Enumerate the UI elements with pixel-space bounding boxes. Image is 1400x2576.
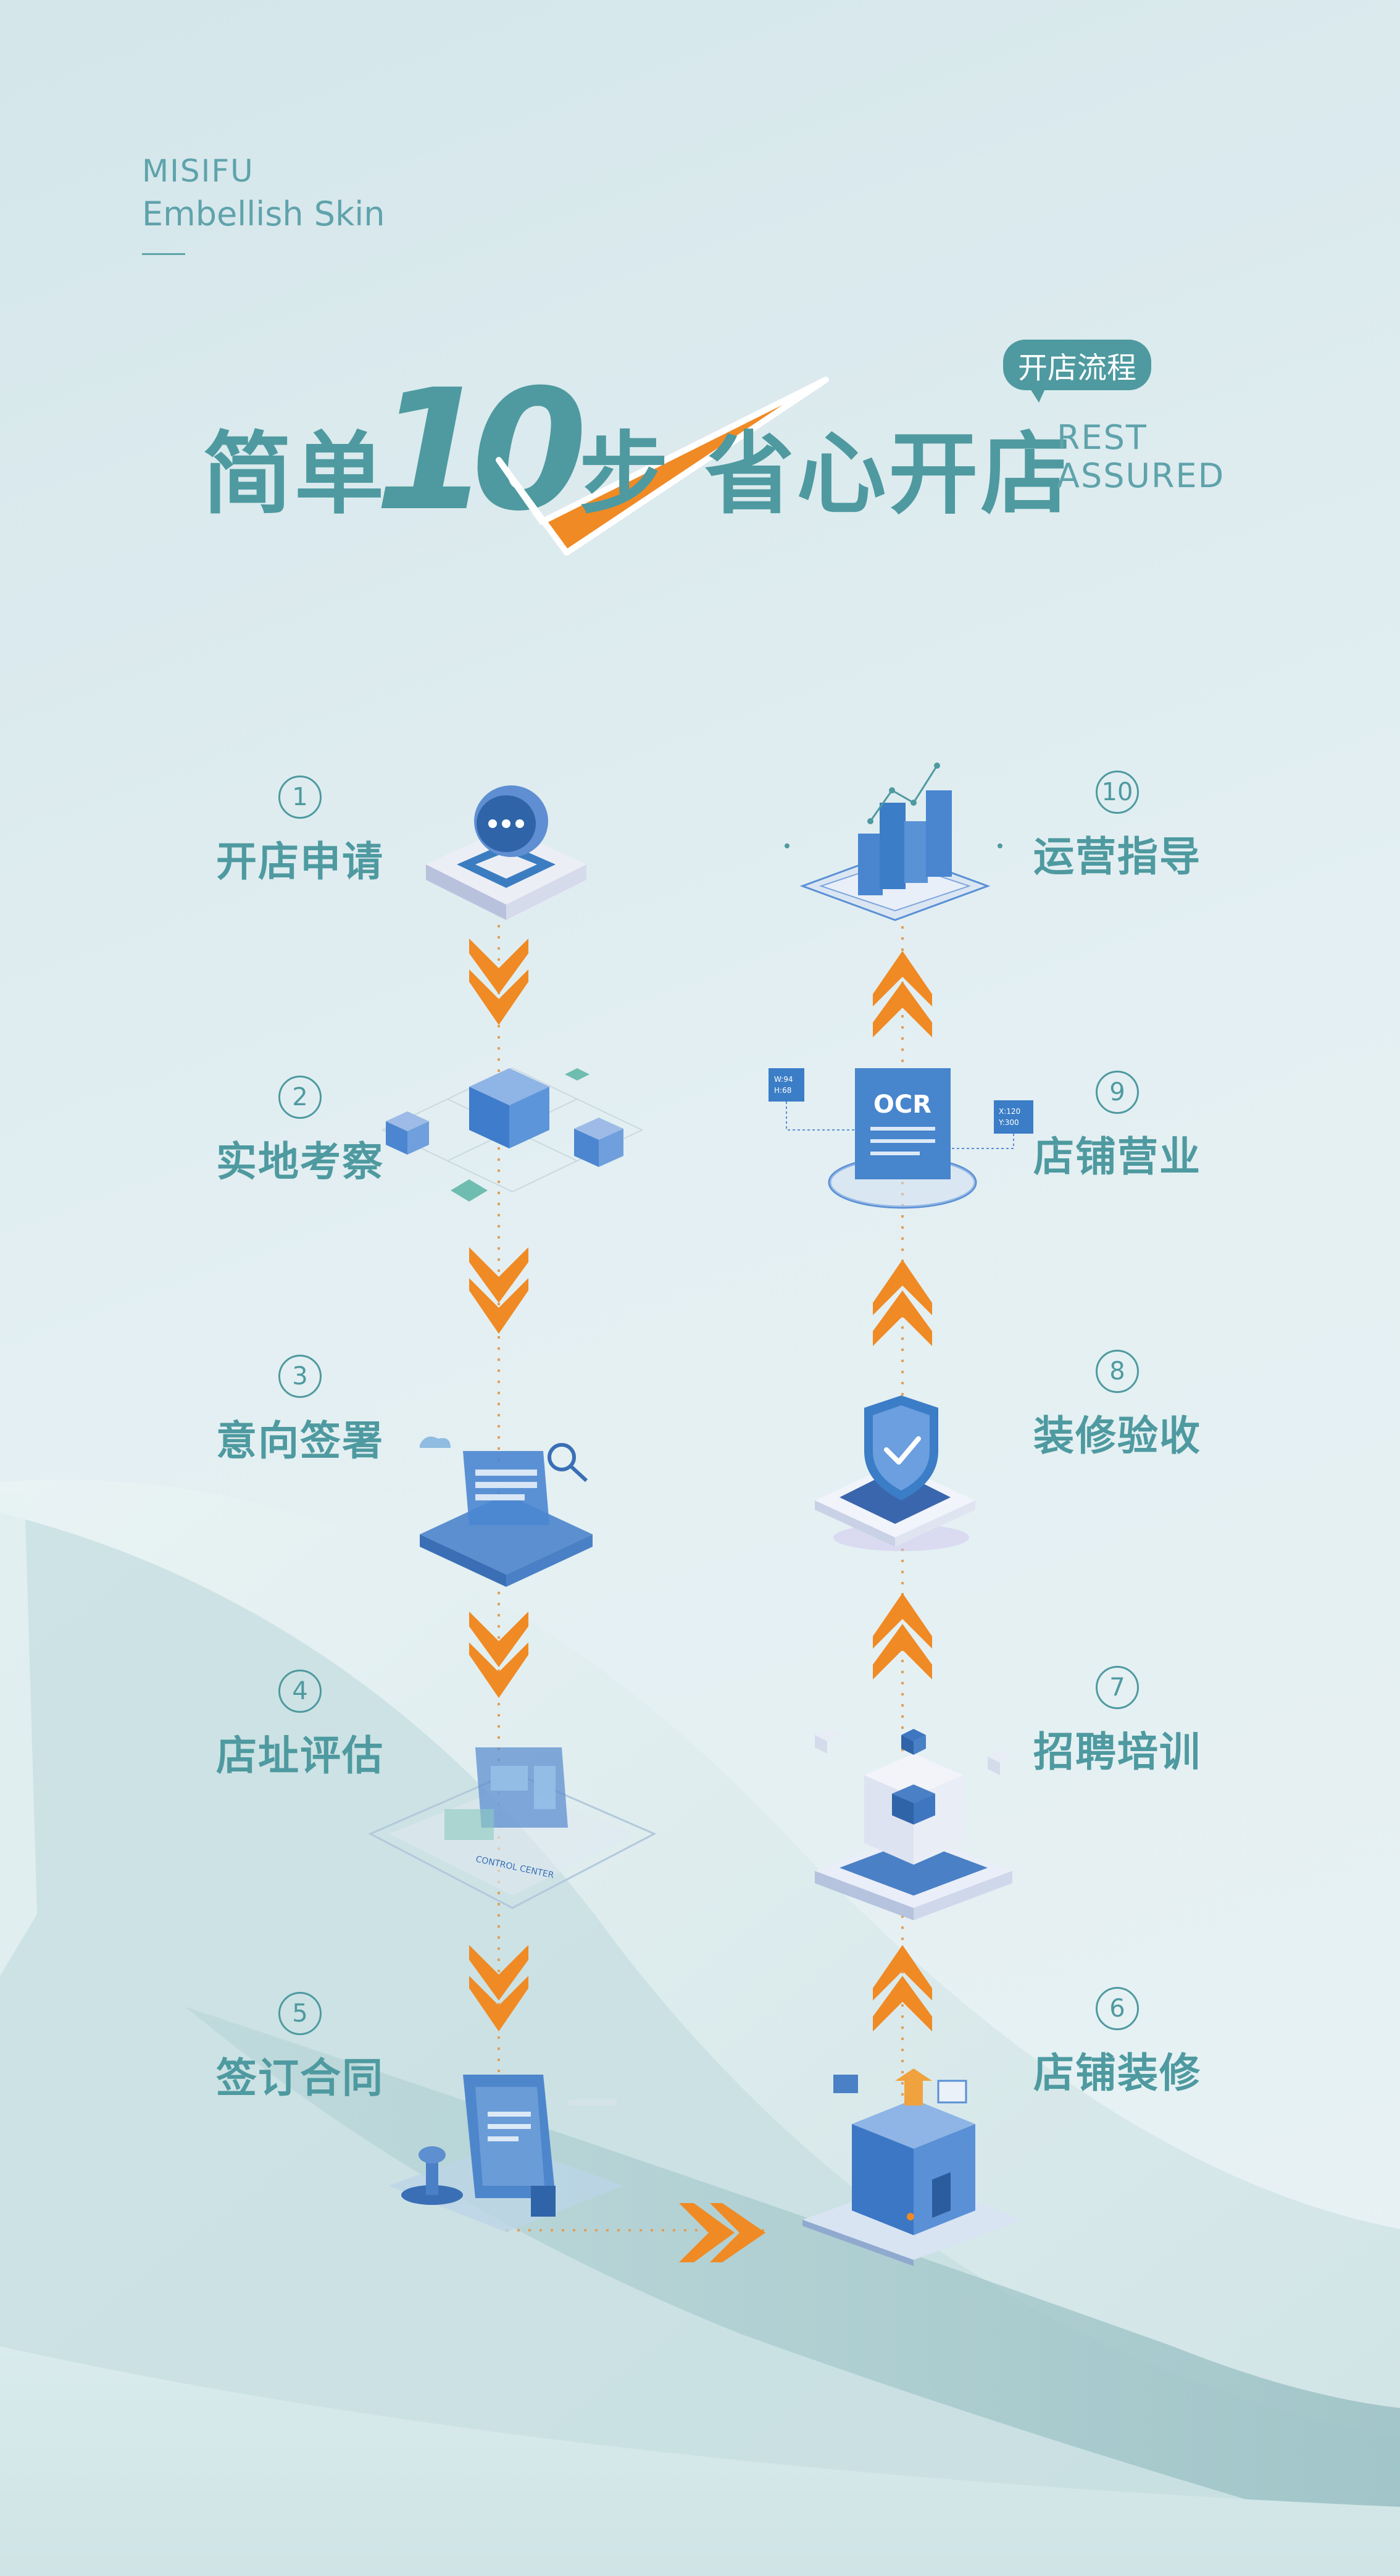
step-label: 意向签署 [216,1417,384,1465]
step-3: 3 意向签署 [201,1355,399,1467]
step-number: 3 [278,1355,322,1398]
brand-tagline: Embellish Skin [142,194,385,233]
coord-w-label: W:94 [774,1075,793,1084]
step-5: 5 签订合同 [201,1992,399,2104]
blocks-icon [815,1729,1012,1920]
arrow-down-icon [469,939,528,1025]
step-label: 招聘培训 [1033,1728,1201,1776]
cubes-map-icon [381,1067,644,1202]
step-label: 实地考察 [216,1138,384,1186]
brand-divider [142,253,185,255]
step-number: 6 [1096,1987,1139,2030]
stamp-contract-icon [389,2075,623,2232]
step-number: 5 [278,1992,322,2035]
step-8: 8 装修验收 [1019,1350,1216,1462]
control-center-icon: CONTROL CENTER [368,1747,657,1909]
step-label: 装修验收 [1033,1412,1201,1460]
step-number: 10 [1096,771,1139,814]
step-6: 6 店铺装修 [1019,1987,1216,2099]
building-icon [802,2068,1025,2266]
arrow-down-icon [469,1247,528,1334]
arrow-up-icon [873,1260,932,1346]
step-number: 2 [278,1076,322,1119]
headline-part1: 简单 [202,422,386,527]
process-tag: 开店流程 [1003,340,1152,403]
coord-x-label: X:120 [999,1107,1020,1116]
shield-check-icon [815,1395,975,1551]
step-label: 店址评估 [216,1732,384,1779]
coord-h-label: H:68 [774,1086,791,1095]
step-number: 8 [1096,1350,1139,1393]
arrow-up-icon [873,951,932,1037]
step-number: 7 [1096,1666,1139,1709]
step-7: 7 招聘培训 [1019,1666,1216,1778]
arrow-down-icon [469,1612,528,1698]
step-1: 1 开店申请 [201,776,399,888]
brand-name: MISIFU [142,153,254,189]
bar-chart-icon [785,763,1002,921]
chat-icon [426,785,586,920]
rest-assured-text: REST ASSURED [1057,419,1225,495]
ocr-label: OCR [873,1090,931,1119]
check-mark-icon [496,377,829,556]
assured-text: ASSURED [1057,456,1225,495]
rest-text: REST [1057,418,1148,457]
step-9: 9 店铺营业 [1019,1071,1216,1183]
headline-part2: 步 省心开店 [579,422,1073,527]
arrow-right-icon [679,2203,765,2262]
step-2: 2 实地考察 [201,1076,399,1188]
headline-number: 10 [374,353,588,548]
step-label: 运营指导 [1033,833,1201,880]
step-4: 4 店址评估 [201,1670,399,1782]
step-label: 店铺营业 [1033,1133,1201,1181]
step-label: 店铺装修 [1033,2049,1201,2097]
step-label: 签订合同 [216,2054,384,2102]
step-number: 1 [278,776,322,819]
ocr-icon: OCR W:94 H:68 X:120 Y:300 [769,1068,1033,1209]
brand-block: MISIFU Embellish Skin [142,149,385,255]
arrow-up-icon [873,1593,932,1679]
step-number: 4 [278,1670,322,1713]
step-10: 10 运营指导 [1019,771,1216,883]
arrow-up-icon [873,1945,932,2031]
arrow-down-icon [469,1945,528,2031]
step-number: 9 [1096,1071,1139,1114]
document-search-icon [420,1436,593,1587]
step-label: 开店申请 [216,838,384,885]
coord-y-label: Y:300 [998,1118,1019,1127]
